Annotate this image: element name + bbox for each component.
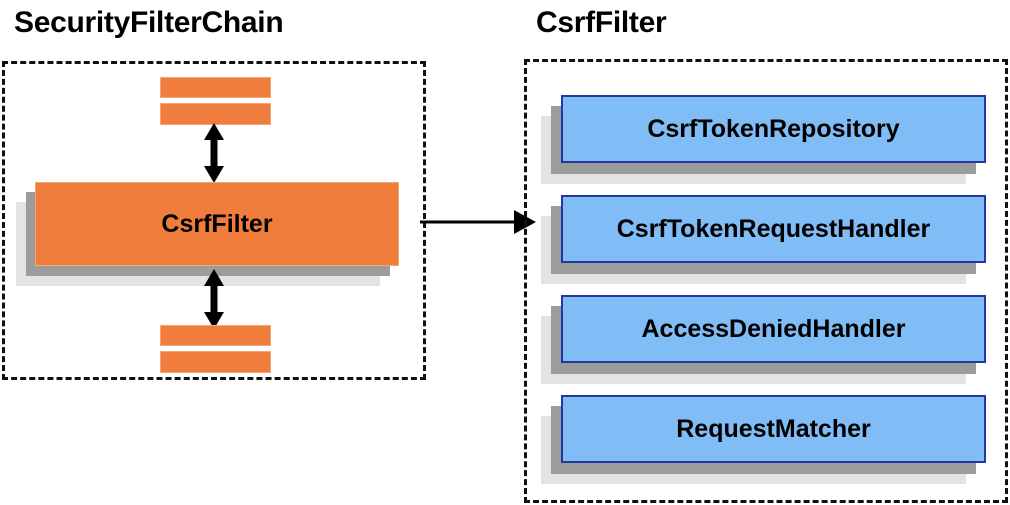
filter-bar-above-2 (160, 103, 271, 125)
csrf-filter-container (524, 59, 1008, 503)
component-card[interactable]: CsrfTokenRequestHandler (541, 195, 986, 285)
filter-bar-below-2 (160, 351, 271, 373)
double-arrow-below-icon (204, 269, 224, 329)
component-card-label: CsrfTokenRepository (561, 95, 986, 163)
component-card-label: RequestMatcher (561, 395, 986, 463)
component-card[interactable]: RequestMatcher (541, 395, 986, 485)
filter-bar-above-1 (160, 77, 271, 98)
connector-right-arrow-icon (420, 210, 536, 234)
node-csrf-filter[interactable]: CsrfFilter (16, 182, 416, 290)
component-card-label: AccessDeniedHandler (561, 295, 986, 363)
double-arrow-above-icon (204, 123, 224, 183)
panel-title-csrf-filter: CsrfFilter (536, 6, 667, 39)
filter-bar-below-1 (160, 325, 271, 346)
component-card[interactable]: AccessDeniedHandler (541, 295, 986, 385)
node-csrf-filter-label: CsrfFilter (35, 182, 399, 266)
component-card-label: CsrfTokenRequestHandler (561, 195, 986, 263)
component-card[interactable]: CsrfTokenRepository (541, 95, 986, 185)
panel-title-security-filter-chain: SecurityFilterChain (14, 6, 284, 39)
